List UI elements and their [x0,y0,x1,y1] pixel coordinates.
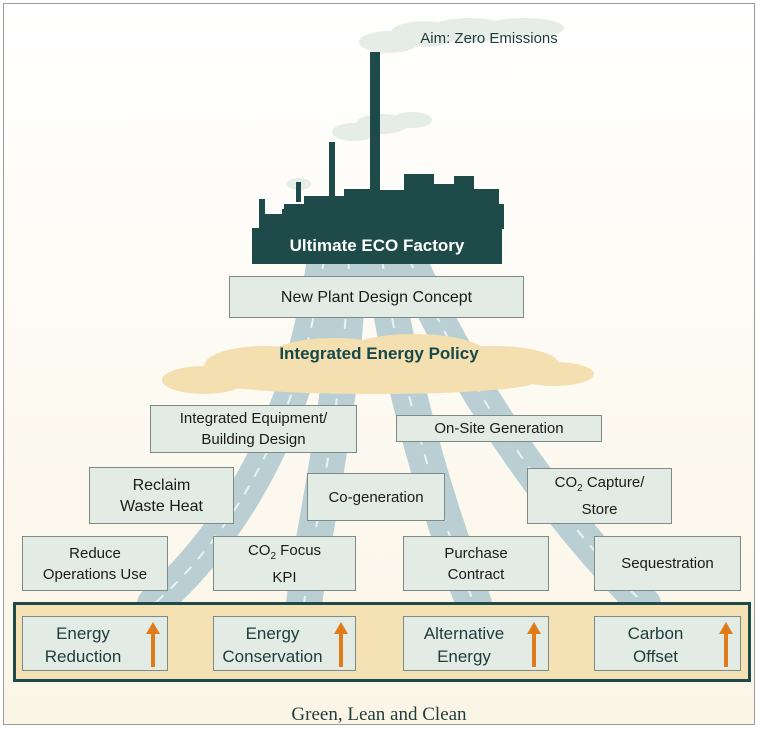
arrow-up-icon [334,622,348,667]
factory-label: Ultimate ECO Factory [289,236,465,255]
purchase-contract-box: Purchase Contract [403,536,549,591]
aim-label: Aim: Zero Emissions [420,30,558,47]
policy-cloud [162,334,594,394]
reclaim-waste-heat-box: Reclaim Waste Heat [89,467,234,524]
co2-focus-line1: CO2 Focus [247,541,322,562]
energy-reduction-box: Energy Reduction [22,616,168,671]
co2-capture-box: CO2 Capture/ Store [527,468,672,524]
alternative-energy-label: Alternative Energy [423,624,505,666]
smoke-clouds [287,18,564,190]
carbon-offset-label: Carbon Offset [627,624,684,666]
arrow-up-icon [527,622,541,667]
co2-capture-line2: Store [581,501,618,518]
co2-capture-line1: CO2 Capture/ [554,474,645,494]
integrated-energy-policy-label: Integrated Energy Policy [279,344,479,363]
factory-silhouette [252,52,504,264]
diagram-frame: Aim: Zero Emissions Ultimate ECO Factory… [3,3,755,725]
footer-tagline: Green, Lean and Clean [291,704,467,725]
carbon-offset-box: Carbon Offset [594,616,741,671]
on-site-generation-box: On-Site Generation [396,415,602,442]
integrated-equipment-box: Integrated Equipment/ Building Design [150,405,357,453]
alternative-energy-box: Alternative Energy [403,616,549,671]
arrow-up-icon [719,622,733,667]
co2-focus-line2: KPI [272,568,297,586]
energy-reduction-label: Energy Reduction [44,624,122,666]
new-plant-design-box: New Plant Design Concept [229,276,524,318]
energy-conservation-box: Energy Conservation [213,616,356,671]
reduce-operations-box: Reduce Operations Use [22,536,168,591]
arrow-up-icon [146,622,160,667]
sequestration-box: Sequestration [594,536,741,591]
co2-focus-kpi-box: CO2 Focus KPI [213,536,356,591]
energy-conservation-label: Energy Conservation [222,624,323,666]
co-generation-box: Co-generation [307,473,445,521]
